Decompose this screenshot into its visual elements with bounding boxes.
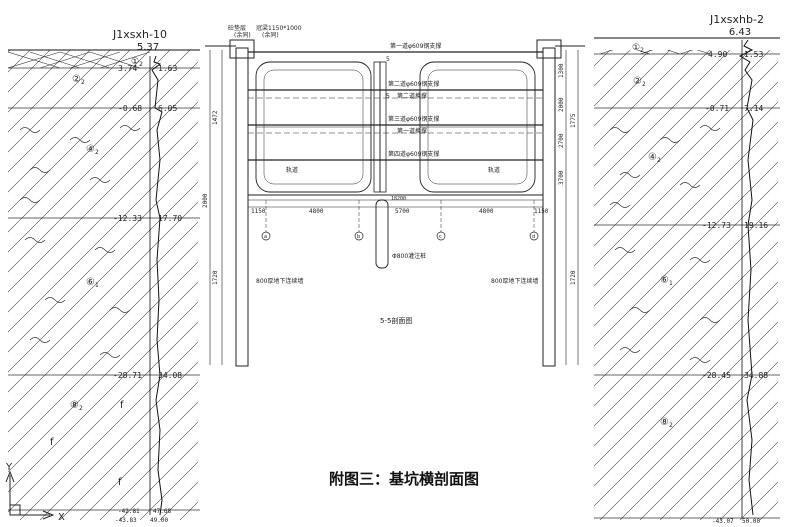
right-layer-6: ⑥1 [660, 275, 673, 287]
ucs-axis-icon [5, 470, 55, 520]
left-bnd-4-left: -28.71 [113, 371, 142, 380]
right-soil-hatch [594, 50, 778, 520]
right-bnd-1-right: 1.53 [744, 50, 763, 59]
label-top-left-2: (余同) [234, 31, 251, 39]
left-bnd-6-left: -43.83 [115, 517, 137, 524]
dim-bottom-2: 4800 [309, 208, 324, 215]
dim-left-3: 1720 [212, 270, 219, 285]
replace-2-label: 第二道换撑 [397, 92, 427, 100]
right-borehole: J1xsxhb-2 6.43 ①2 ②2 ④2 ⑥1 ⑧2 4.90 1.53 … [594, 13, 780, 525]
right-bnd-4-left: -28.45 [702, 371, 731, 380]
strut-3-label: 第三道φ609钢支撑 [388, 115, 439, 123]
right-layer-4: ④2 [648, 152, 661, 164]
left-layer-1: ①2 [131, 57, 143, 68]
left-layer-6: ⑥1 [86, 277, 99, 289]
axis-a: a [264, 234, 267, 240]
figure-title: 附图三：基坑横剖面图 [329, 470, 479, 488]
axis-d: d [532, 234, 535, 240]
dim-bottom-1: 1150 [251, 208, 266, 215]
rail-left-label: 轨道 [286, 166, 298, 174]
left-borehole-surface-elev: 5.37 [137, 42, 159, 53]
dim-right-5: 3700 [558, 170, 565, 185]
right-layer-2: ②2 [633, 76, 646, 88]
right-bnd-3-left: -12.73 [702, 221, 731, 230]
dim-right-2: 2000 [558, 97, 565, 112]
left-symbol-f-2: f [50, 437, 54, 448]
left-bnd-3-left: -12.33 [113, 214, 142, 223]
right-log-curve [738, 39, 754, 516]
label-top-left-1: 砼垫层 [228, 24, 246, 32]
axis-c: c [439, 234, 442, 240]
right-borehole-id: J1xsxhb-2 [709, 13, 764, 26]
replace-1-label: 第一道换撑 [397, 127, 427, 135]
right-layer-8: ⑧2 [660, 417, 673, 429]
strut-1-label: 第一道φ609钢支撑 [390, 42, 441, 50]
left-symbol-f-3: f [118, 477, 122, 488]
right-bnd-2-left: -0.71 [705, 104, 729, 113]
left-bnd-1-left: 3.74 [118, 64, 137, 73]
strut-4-label: 第四道φ609钢支撑 [388, 150, 439, 158]
dim-right-1: 1300 [558, 63, 565, 78]
dim-right-6: 1720 [570, 270, 577, 285]
left-layer-8: ⑧2 [70, 400, 83, 412]
left-bnd-5-right: 47.68 [153, 508, 171, 515]
rail-right-label: 轨道 [488, 166, 500, 174]
left-bnd-3-right: 17.70 [158, 214, 182, 223]
label-top-right-2: (余同) [262, 31, 279, 39]
left-bnd-2-left: -0.68 [118, 104, 142, 113]
dim-left-1: 1472 [212, 110, 219, 125]
left-log-curve [151, 55, 163, 516]
dim-left-2: 2000 [202, 193, 209, 208]
right-bnd-5-right: 50.00 [742, 518, 760, 525]
dim-total: 18200 [391, 196, 406, 202]
wall-left-label: 800厚地下连续墙 [256, 277, 303, 285]
left-bnd-2-right: 6.05 [158, 104, 177, 113]
right-layer-1: ①2 [632, 43, 644, 54]
left-bnd-6-right: 49.00 [150, 517, 168, 524]
section-drawing [205, 39, 585, 367]
dim-right-3: 1775 [570, 113, 577, 128]
left-symbol-f-1: f [120, 400, 124, 411]
ucs-x-label: X [58, 512, 65, 523]
label-top-right-1: 冠梁1150*1000 [256, 24, 302, 32]
right-bnd-2-right: 7.14 [744, 104, 763, 113]
right-bnd-5-left: -43.07 [712, 518, 734, 525]
dim-bottom-3: 5700 [395, 208, 410, 215]
left-soil-hatch [8, 50, 198, 520]
left-layer-4: ④2 [86, 144, 99, 156]
dim-right-4: 2700 [558, 133, 565, 148]
section-labels: 砼垫层 (余同) 冠梁1150*1000 (余同) 第一道φ609钢支撑 第二道… [202, 24, 577, 325]
ucs-y-label: Y [5, 462, 13, 473]
dim-bottom-5: 1150 [534, 208, 549, 215]
dim-bottom-4: 4800 [479, 208, 494, 215]
right-bnd-1-left: 4.90 [708, 50, 727, 59]
left-clay-symbols [19, 125, 141, 358]
left-borehole-id: J1xsxh-10 [112, 28, 167, 41]
section-name: 5-5剖面图 [380, 316, 412, 325]
right-clay-symbols [609, 125, 721, 363]
left-borehole: J1xsxh-10 5.37 ①2 ②2 ④2 ⑥1 ⑧2 f f f [8, 28, 200, 524]
right-bnd-3-right: 19.16 [744, 221, 768, 230]
right-bnd-4-right: 34.88 [744, 371, 768, 380]
left-bnd-5-left: -42.81 [118, 508, 140, 515]
left-bnd-1-right: 1.63 [158, 64, 177, 73]
pile-label: Φ800灌注桩 [392, 252, 426, 260]
left-bnd-4-right: 34.08 [158, 371, 182, 380]
right-borehole-surface-elev: 6.43 [729, 27, 751, 38]
wall-right-label: 800厚地下连续墙 [491, 277, 538, 285]
axis-b: b [357, 234, 360, 240]
mark-5-a: 5 [386, 56, 390, 63]
mark-5-b: 5 [386, 93, 390, 100]
strut-2-label: 第二道φ609钢支撑 [388, 80, 439, 88]
left-layer-2: ②2 [72, 74, 85, 86]
